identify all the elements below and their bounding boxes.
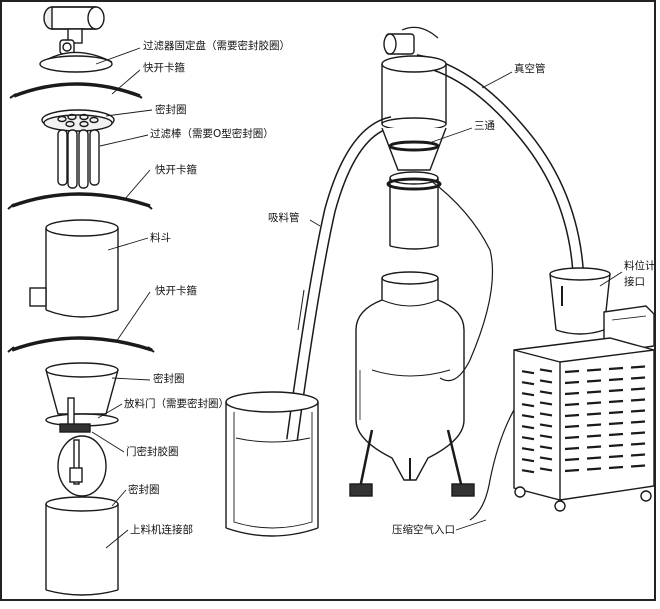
vent-slot	[539, 412, 553, 417]
filter-rod-assembly	[41, 109, 115, 189]
suction-hose	[286, 116, 394, 441]
vent-slot	[564, 435, 580, 440]
vent-slot	[630, 409, 646, 413]
vent-slot	[521, 403, 535, 408]
vent-slot	[630, 420, 646, 424]
label-connector: 上料机连接部	[130, 524, 193, 536]
vent-slot	[564, 446, 580, 451]
vent-slot	[521, 370, 535, 375]
vent-slot	[608, 454, 624, 459]
vent-slot	[539, 445, 553, 450]
vent-slot	[521, 414, 535, 419]
vent-slot	[539, 467, 553, 472]
vent-slot	[539, 379, 553, 384]
discharge-funnel	[45, 362, 119, 497]
label-door-seal: 门密封胶圈	[126, 446, 179, 458]
quick-clamp-2	[7, 192, 153, 210]
vent-slot	[521, 436, 535, 441]
vent-slot	[608, 443, 624, 448]
vent-slot	[564, 424, 580, 429]
label-filter-plate: 过滤器固定盘（需要密封胶圈）	[143, 40, 290, 52]
vent-slot	[630, 398, 646, 402]
label-vacuum-tube: 真空管	[514, 63, 546, 75]
vent-slot	[586, 401, 602, 405]
label-hopper: 料斗	[150, 232, 171, 244]
storage-tank	[349, 271, 475, 497]
label-seal-ring-2: 密封圈	[153, 373, 185, 385]
label-seal-ring-3: 密封圈	[128, 484, 160, 496]
loader-head	[381, 26, 447, 250]
vent-slot	[630, 442, 646, 446]
vent-slot	[586, 412, 602, 416]
label-quick-clamp-1: 快开卡箍	[143, 62, 185, 74]
label-quick-clamp-3: 快开卡箍	[155, 285, 197, 297]
vent-slot	[586, 423, 602, 427]
cabinet-vents	[521, 365, 646, 474]
connector-cylinder	[45, 496, 119, 596]
label-level-meter: 料位计	[624, 260, 656, 272]
vent-slot	[608, 366, 624, 371]
vent-slot	[521, 381, 535, 386]
label-discharge-door: 放料门（需要密封圈）	[124, 398, 229, 410]
vent-slot	[586, 379, 602, 383]
vent-slot	[564, 413, 580, 418]
vent-slot	[608, 377, 624, 382]
vent-slot	[521, 469, 535, 474]
material-bucket	[225, 391, 319, 537]
vent-slot	[630, 387, 646, 391]
vent-slot	[521, 392, 535, 397]
vent-slot	[539, 456, 553, 461]
vent-slot	[586, 368, 602, 372]
vent-slot	[608, 410, 624, 415]
label-compressed-air: 压缩空气入口	[392, 524, 455, 536]
quick-clamp-1	[9, 82, 143, 99]
vent-slot	[608, 388, 624, 393]
vent-slot	[608, 421, 624, 426]
label-suction-tube: 吸料管	[268, 212, 300, 224]
label-filter-rod: 过滤棒（需要O型密封圈）	[150, 128, 274, 140]
cabinet-wheels	[514, 486, 652, 512]
vent-slot	[608, 465, 624, 470]
label-seal-ring-1: 密封圈	[155, 104, 187, 116]
vent-slot	[539, 368, 553, 373]
vent-slot	[539, 434, 553, 439]
quick-clamp-3	[7, 336, 155, 353]
vent-slot	[586, 467, 602, 471]
vent-slot	[521, 447, 535, 452]
vent-slot	[564, 391, 580, 396]
vent-slot	[564, 402, 580, 407]
leader-lines-left	[91, 47, 153, 549]
compressed-air-line	[429, 179, 521, 521]
vent-slot	[539, 401, 553, 406]
vent-slot	[521, 425, 535, 430]
vent-slot	[630, 431, 646, 435]
label-level-meter-port: 接口	[624, 276, 645, 288]
vacuum-unit	[513, 267, 655, 501]
vent-slot	[564, 457, 580, 462]
vent-slot	[564, 468, 580, 473]
vent-slot	[630, 365, 646, 369]
vent-slot	[630, 464, 646, 468]
vent-slot	[539, 390, 553, 395]
vent-slot	[586, 456, 602, 460]
vent-slot	[521, 458, 535, 463]
label-quick-clamp-2: 快开卡箍	[155, 164, 197, 176]
vent-slot	[564, 380, 580, 385]
hopper-cylinder	[29, 219, 119, 318]
vent-slot	[586, 390, 602, 394]
leader-lines-right	[309, 71, 623, 531]
vent-slot	[630, 453, 646, 457]
filter-cap	[39, 6, 113, 73]
vent-slot	[608, 399, 624, 404]
vent-slot	[586, 445, 602, 449]
vent-slot	[564, 369, 580, 374]
vacuum-hose	[414, 54, 584, 271]
vent-slot	[539, 423, 553, 428]
vent-slot	[586, 434, 602, 438]
label-tee: 三通	[474, 120, 495, 132]
vent-slot	[608, 432, 624, 437]
vent-slot	[630, 376, 646, 380]
